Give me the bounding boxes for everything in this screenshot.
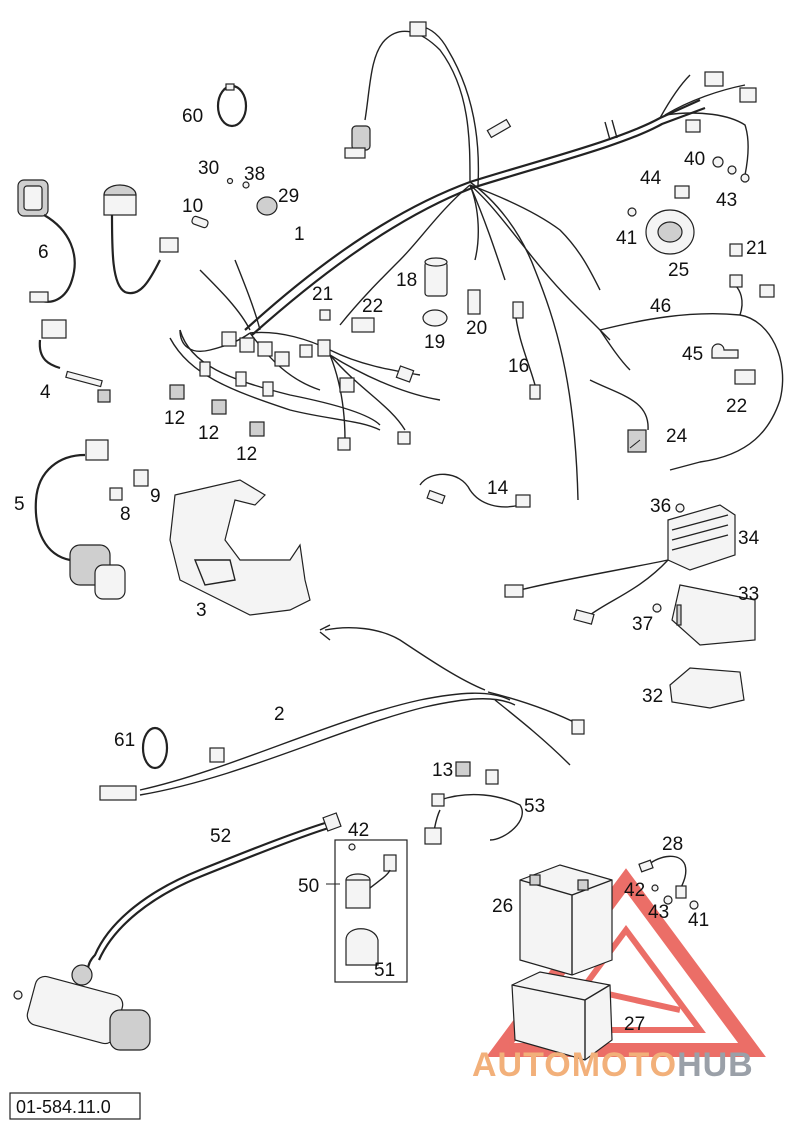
part-5-switch bbox=[34, 439, 126, 600]
callout-12: 12 bbox=[198, 423, 219, 444]
watermark-part1: AUTOMOTO bbox=[472, 1046, 677, 1084]
callout-10: 10 bbox=[182, 196, 203, 217]
callout-8: 8 bbox=[120, 504, 131, 525]
part-14-sensor bbox=[419, 473, 531, 508]
relays-12 bbox=[169, 384, 265, 437]
part-3-bracket bbox=[169, 479, 311, 616]
cable-52 bbox=[71, 812, 342, 986]
callout-1: 1 bbox=[294, 224, 305, 245]
part-50-51-box bbox=[334, 839, 408, 983]
battery-26 bbox=[519, 864, 613, 976]
callout-6: 6 bbox=[38, 242, 49, 263]
harness-2 bbox=[99, 624, 585, 801]
callout-labels: 60 30 38 29 10 6 1 18 21 22 19 20 16 4 1… bbox=[14, 106, 767, 1035]
starter-motor bbox=[13, 975, 151, 1051]
callout-20: 20 bbox=[466, 318, 487, 339]
callout-5: 5 bbox=[14, 494, 25, 515]
callout-24: 24 bbox=[666, 426, 688, 447]
callout-16: 16 bbox=[508, 356, 529, 377]
callout-41: 41 bbox=[688, 910, 709, 931]
callout-4: 4 bbox=[40, 382, 51, 403]
connector-cluster bbox=[169, 331, 415, 451]
callout-38: 38 bbox=[244, 164, 265, 185]
callout-2: 2 bbox=[274, 704, 285, 725]
callout-42: 42 bbox=[348, 820, 369, 841]
callout-21: 21 bbox=[312, 284, 333, 305]
main-harness bbox=[179, 25, 706, 501]
callout-22: 22 bbox=[726, 396, 747, 417]
part-4 bbox=[38, 319, 111, 403]
leader-lines bbox=[326, 439, 641, 885]
callout-18: 18 bbox=[396, 270, 417, 291]
part-8-9 bbox=[109, 469, 149, 501]
callout-13: 13 bbox=[432, 760, 453, 781]
callout-27: 27 bbox=[624, 1014, 645, 1035]
horn-assembly bbox=[627, 156, 737, 255]
clamp-60 bbox=[216, 83, 248, 128]
top-right-connectors bbox=[409, 21, 757, 183]
callout-46: 46 bbox=[650, 296, 671, 317]
callout-53: 53 bbox=[524, 796, 545, 817]
callout-43: 43 bbox=[716, 190, 737, 211]
callout-9: 9 bbox=[150, 486, 161, 507]
callout-34: 34 bbox=[738, 528, 760, 549]
callout-3: 3 bbox=[196, 600, 207, 621]
clamp-61 bbox=[141, 726, 169, 770]
callout-42: 42 bbox=[624, 880, 645, 901]
ignition-coil-cap bbox=[344, 125, 371, 159]
callout-36: 36 bbox=[650, 496, 671, 517]
callout-37: 37 bbox=[632, 614, 653, 635]
watermark-part2: HUB bbox=[677, 1046, 754, 1084]
part-24 bbox=[589, 379, 649, 453]
callout-52: 52 bbox=[210, 826, 231, 847]
harness-46 bbox=[599, 243, 784, 471]
battery-cables-28 bbox=[638, 855, 699, 910]
callout-60: 60 bbox=[182, 106, 203, 127]
callout-12: 12 bbox=[236, 444, 257, 465]
pad-32 bbox=[669, 667, 745, 709]
callout-44: 44 bbox=[640, 168, 662, 189]
callout-12: 12 bbox=[164, 408, 185, 429]
part-number-box: 01-584.11.0 bbox=[9, 1092, 141, 1120]
callout-22: 22 bbox=[362, 296, 383, 317]
callout-19: 19 bbox=[424, 332, 445, 353]
callout-43: 43 bbox=[648, 902, 669, 923]
callout-28: 28 bbox=[662, 834, 683, 855]
part-18-19 bbox=[422, 257, 448, 327]
tray-27 bbox=[511, 971, 613, 1061]
callout-61: 61 bbox=[114, 730, 135, 751]
callout-29: 29 bbox=[278, 186, 299, 207]
callout-26: 26 bbox=[492, 896, 513, 917]
callout-51: 51 bbox=[374, 960, 395, 981]
part-number: 01-584.11.0 bbox=[16, 1097, 111, 1117]
callout-45: 45 bbox=[682, 344, 703, 365]
part-16-sensor bbox=[512, 301, 541, 400]
callout-41: 41 bbox=[616, 228, 637, 249]
callout-21: 21 bbox=[746, 238, 767, 259]
part-10 bbox=[191, 215, 209, 229]
part-20 bbox=[467, 289, 481, 315]
plate-33 bbox=[652, 584, 756, 646]
callout-50: 50 bbox=[298, 876, 319, 897]
sensor-with-cable bbox=[103, 184, 179, 295]
callout-33: 33 bbox=[738, 584, 759, 605]
part-21-22-center bbox=[319, 309, 375, 333]
regulator-34 bbox=[504, 503, 736, 625]
part-6-switch bbox=[17, 179, 76, 303]
callout-40: 40 bbox=[684, 149, 705, 170]
callout-32: 32 bbox=[642, 686, 663, 707]
part-13-53 bbox=[424, 761, 523, 845]
small-parts-30-38-29 bbox=[226, 177, 278, 216]
callout-14: 14 bbox=[487, 478, 509, 499]
watermark-text: AUTOMOTOHUB bbox=[472, 1046, 754, 1084]
callout-25: 25 bbox=[668, 260, 689, 281]
callout-30: 30 bbox=[198, 158, 219, 179]
svg-text:AUTOMOTOHUB: AUTOMOTOHUB bbox=[472, 1046, 754, 1084]
